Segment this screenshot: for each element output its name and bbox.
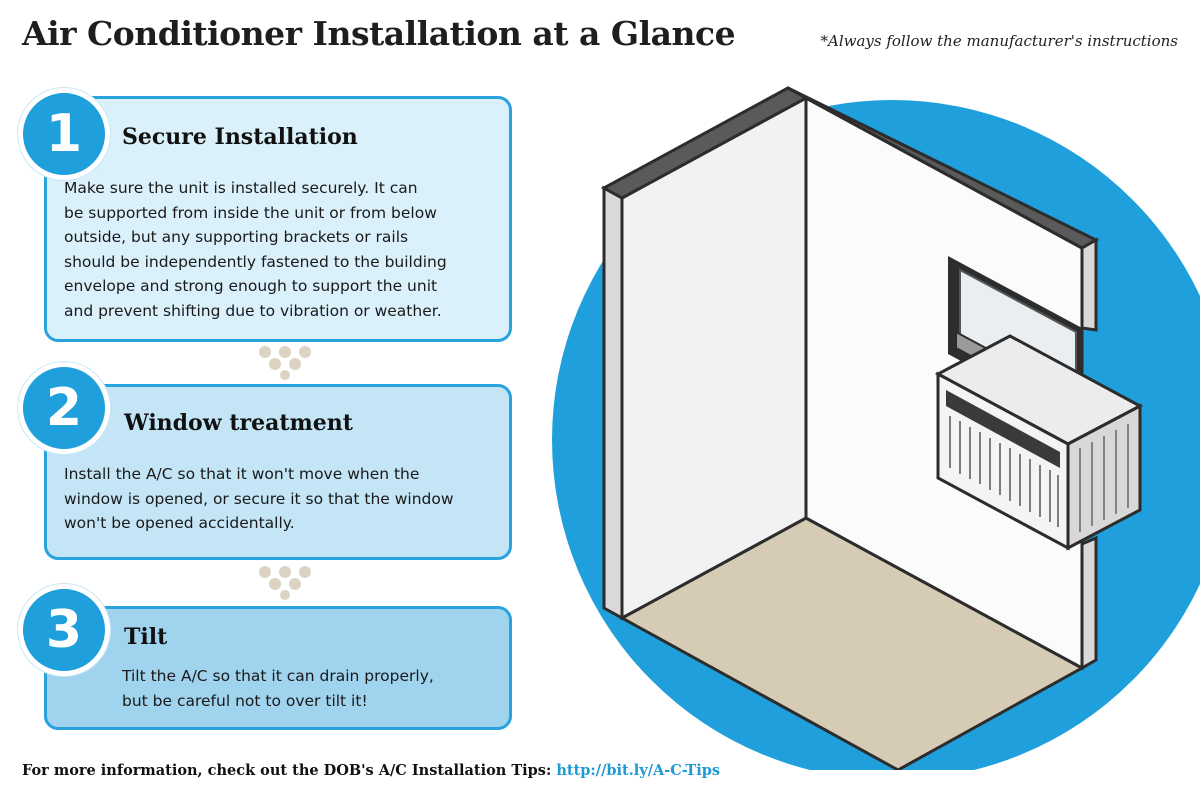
step-1-line: be supported from inside the unit or fro… [64,203,437,222]
step-1-line: outside, but any supporting brackets or … [64,228,409,246]
ac-side-grille [1079,424,1129,532]
step-1-line: and prevent shifting due to vibration or… [64,301,442,320]
footer-text: For more information, check out the DOB'… [22,762,557,779]
step-1-heading: Secure Installation [122,124,358,150]
step-1-line: envelope and strong enough to support th… [64,277,438,295]
step-3-line: Tilt the A/C so that it can drain proper… [122,667,434,685]
step-2-card [44,384,512,560]
step-1-line: should be independently fastened to the … [64,252,447,271]
step-connector-dots [259,566,311,600]
footer-link[interactable]: http://bit.ly/A-C-Tips [556,762,721,779]
step-2-heading: Window treatment [124,410,353,436]
step-connector-dots [259,346,311,380]
ac-front-grille [949,416,1059,527]
step-3-body: Tilt the A/C so that it can drain proper… [122,664,500,713]
page-title: Air Conditioner Installation at a Glance [22,14,736,53]
left-wall-edge [602,185,624,621]
step-3-heading: Tilt [124,624,168,650]
step-1-body: Make sure the unit is installed securely… [64,176,500,323]
step-2-line: window is opened, or secure it so that t… [64,489,454,508]
step-1-number-badge: 1 [18,88,110,180]
step-3-card [44,606,512,730]
step-3-number-badge: 3 [18,584,110,676]
step-3-line: but be careful not to over tilt it! [122,691,368,710]
step-2-line: won't be opened accidentally. [64,514,295,532]
ac-top-vent [946,390,1060,468]
footer-info: For more information, check out the DOB'… [22,762,720,779]
manufacturer-note: *Always follow the manufacturer's instru… [820,32,1178,50]
step-2-number-badge: 2 [18,362,110,454]
room-ac-illustration [552,86,1200,770]
step-2-line: Install the A/C so that it won't move wh… [64,465,420,483]
right-wall-edge-lower [1080,535,1098,671]
step-1-line: Make sure the unit is installed securely… [64,179,418,197]
right-wall-edge [1080,237,1098,332]
step-1-card [44,96,512,342]
step-2-body: Install the A/C so that it won't move wh… [64,462,500,536]
